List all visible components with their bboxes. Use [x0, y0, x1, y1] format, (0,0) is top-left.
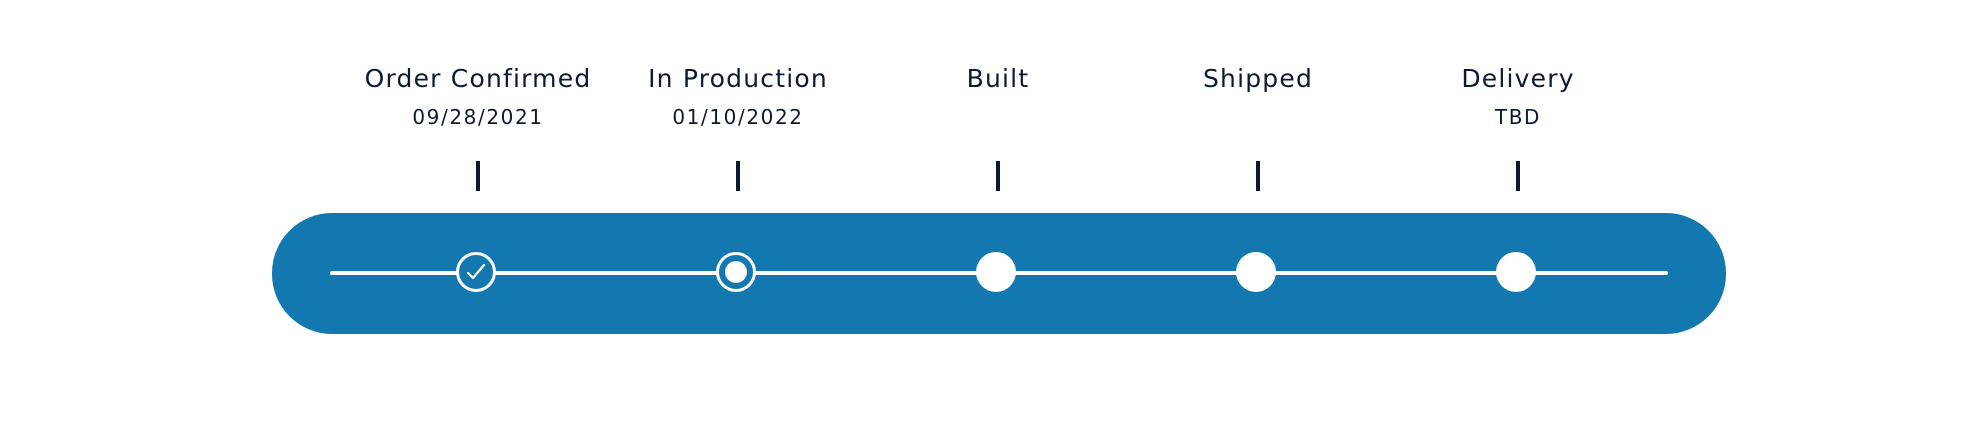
step-in-production: In Production 01/10/2022	[598, 0, 878, 200]
step-date: 09/28/2021	[412, 105, 544, 129]
step-title: Built	[966, 64, 1030, 93]
step-delivery: Delivery TBD	[1378, 0, 1658, 200]
step-shipped: Shipped	[1118, 0, 1398, 200]
current-dot-inner	[725, 261, 747, 283]
step-title: Delivery	[1461, 64, 1575, 93]
pending-dot-icon	[1496, 252, 1536, 292]
step-date: 01/10/2022	[672, 105, 804, 129]
step-title: In Production	[648, 64, 828, 93]
pending-dot-icon	[1236, 252, 1276, 292]
step-tick	[996, 161, 1000, 191]
pending-dot-icon	[976, 252, 1016, 292]
step-order-confirmed: Order Confirmed 09/28/2021	[338, 0, 618, 200]
step-tick	[476, 161, 480, 191]
checkmark-glyph	[466, 263, 486, 280]
step-tick	[736, 161, 740, 191]
current-dot-icon	[716, 252, 756, 292]
check-icon	[456, 252, 496, 292]
step-title: Shipped	[1202, 64, 1314, 93]
step-built: Built	[858, 0, 1138, 200]
step-date: TBD	[1494, 105, 1542, 129]
step-title: Order Confirmed	[364, 64, 592, 93]
step-tick	[1256, 161, 1260, 191]
step-tick	[1516, 161, 1520, 191]
